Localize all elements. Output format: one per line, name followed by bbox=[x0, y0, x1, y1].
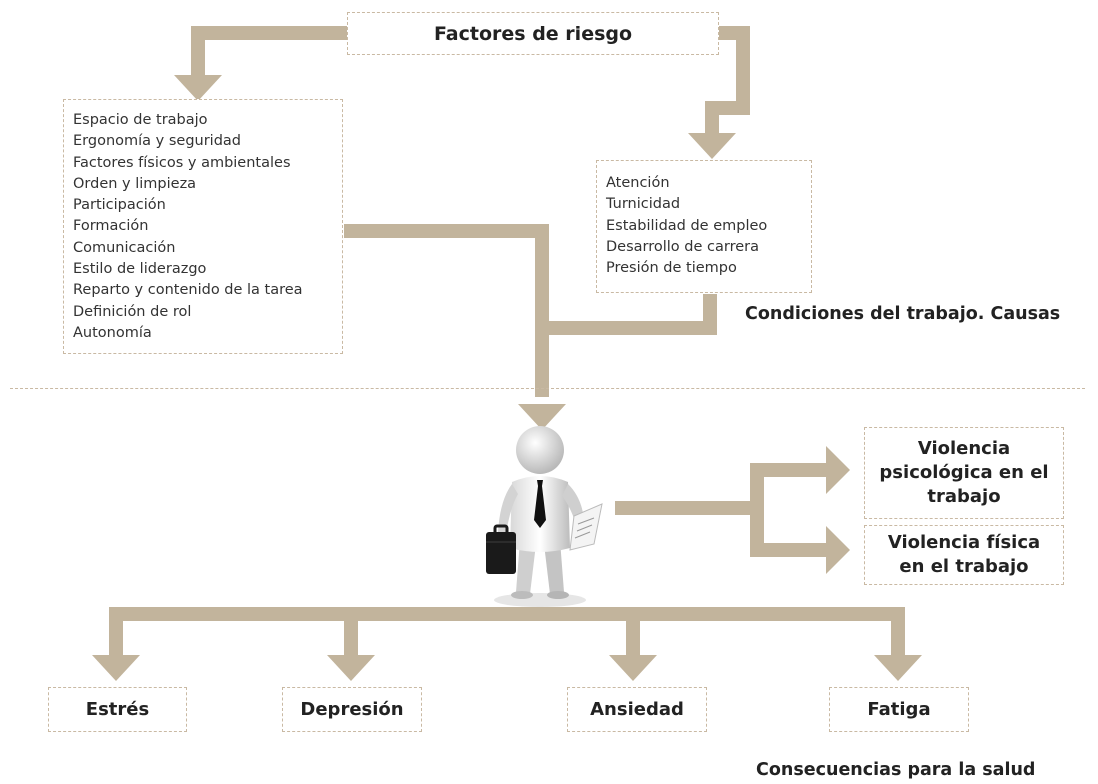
consequence-label: Ansiedad bbox=[590, 699, 684, 720]
consequence-label: Fatiga bbox=[867, 699, 931, 720]
section-divider bbox=[10, 388, 1085, 389]
risk-factors-box: Factores de riesgo bbox=[347, 12, 719, 55]
businessman-with-briefcase-icon bbox=[486, 426, 603, 607]
consequence-anxiety-box: Ansiedad bbox=[567, 687, 707, 732]
work-space-factors-list: Espacio de trabajo Ergonomía y seguridad… bbox=[63, 99, 343, 354]
list-item: Autonomía bbox=[73, 324, 152, 341]
work-organization-factors-list: Atención Turnicidad Estabilidad de emple… bbox=[596, 160, 812, 293]
consequences-heading: Consecuencias para la salud bbox=[756, 760, 1036, 780]
psychological-violence-box: Violencia psicológica en el trabajo bbox=[864, 427, 1064, 519]
list-item: Presión de tiempo bbox=[606, 260, 737, 277]
physical-violence-label: Violencia física en el trabajo bbox=[887, 532, 1041, 577]
list-item: Turnicidad bbox=[606, 196, 681, 213]
list-item: Participación bbox=[73, 197, 166, 214]
list-item: Orden y limpieza bbox=[73, 175, 197, 192]
list-item: Espacio de trabajo bbox=[73, 112, 208, 128]
consequence-depression-box: Depresión bbox=[282, 687, 422, 732]
risk-factors-title: Factores de riesgo bbox=[433, 22, 633, 45]
list-item: Reparto y contenido de la tarea bbox=[73, 282, 303, 299]
list-item: Comunicación bbox=[73, 239, 176, 256]
consequence-fatigue-box: Fatiga bbox=[829, 687, 969, 732]
list-item: Estilo de liderazgo bbox=[73, 261, 207, 278]
list-item: Ergonomía y seguridad bbox=[73, 133, 241, 150]
psychological-violence-label: Violencia psicológica en el trabajo bbox=[879, 438, 1049, 507]
list-item: Estabilidad de empleo bbox=[606, 217, 768, 234]
list-item: Formación bbox=[73, 218, 149, 235]
list-item: Atención bbox=[606, 175, 670, 191]
consequence-stress-box: Estrés bbox=[48, 687, 187, 732]
consequence-label: Depresión bbox=[300, 699, 404, 720]
list-item: Factores físicos y ambientales bbox=[73, 154, 291, 171]
consequence-label: Estrés bbox=[85, 699, 150, 720]
physical-violence-box: Violencia física en el trabajo bbox=[864, 525, 1064, 585]
causes-heading: Condiciones del trabajo. Causas bbox=[745, 304, 1061, 324]
list-item: Desarrollo de carrera bbox=[606, 238, 759, 255]
list-item: Definición de rol bbox=[73, 303, 192, 320]
